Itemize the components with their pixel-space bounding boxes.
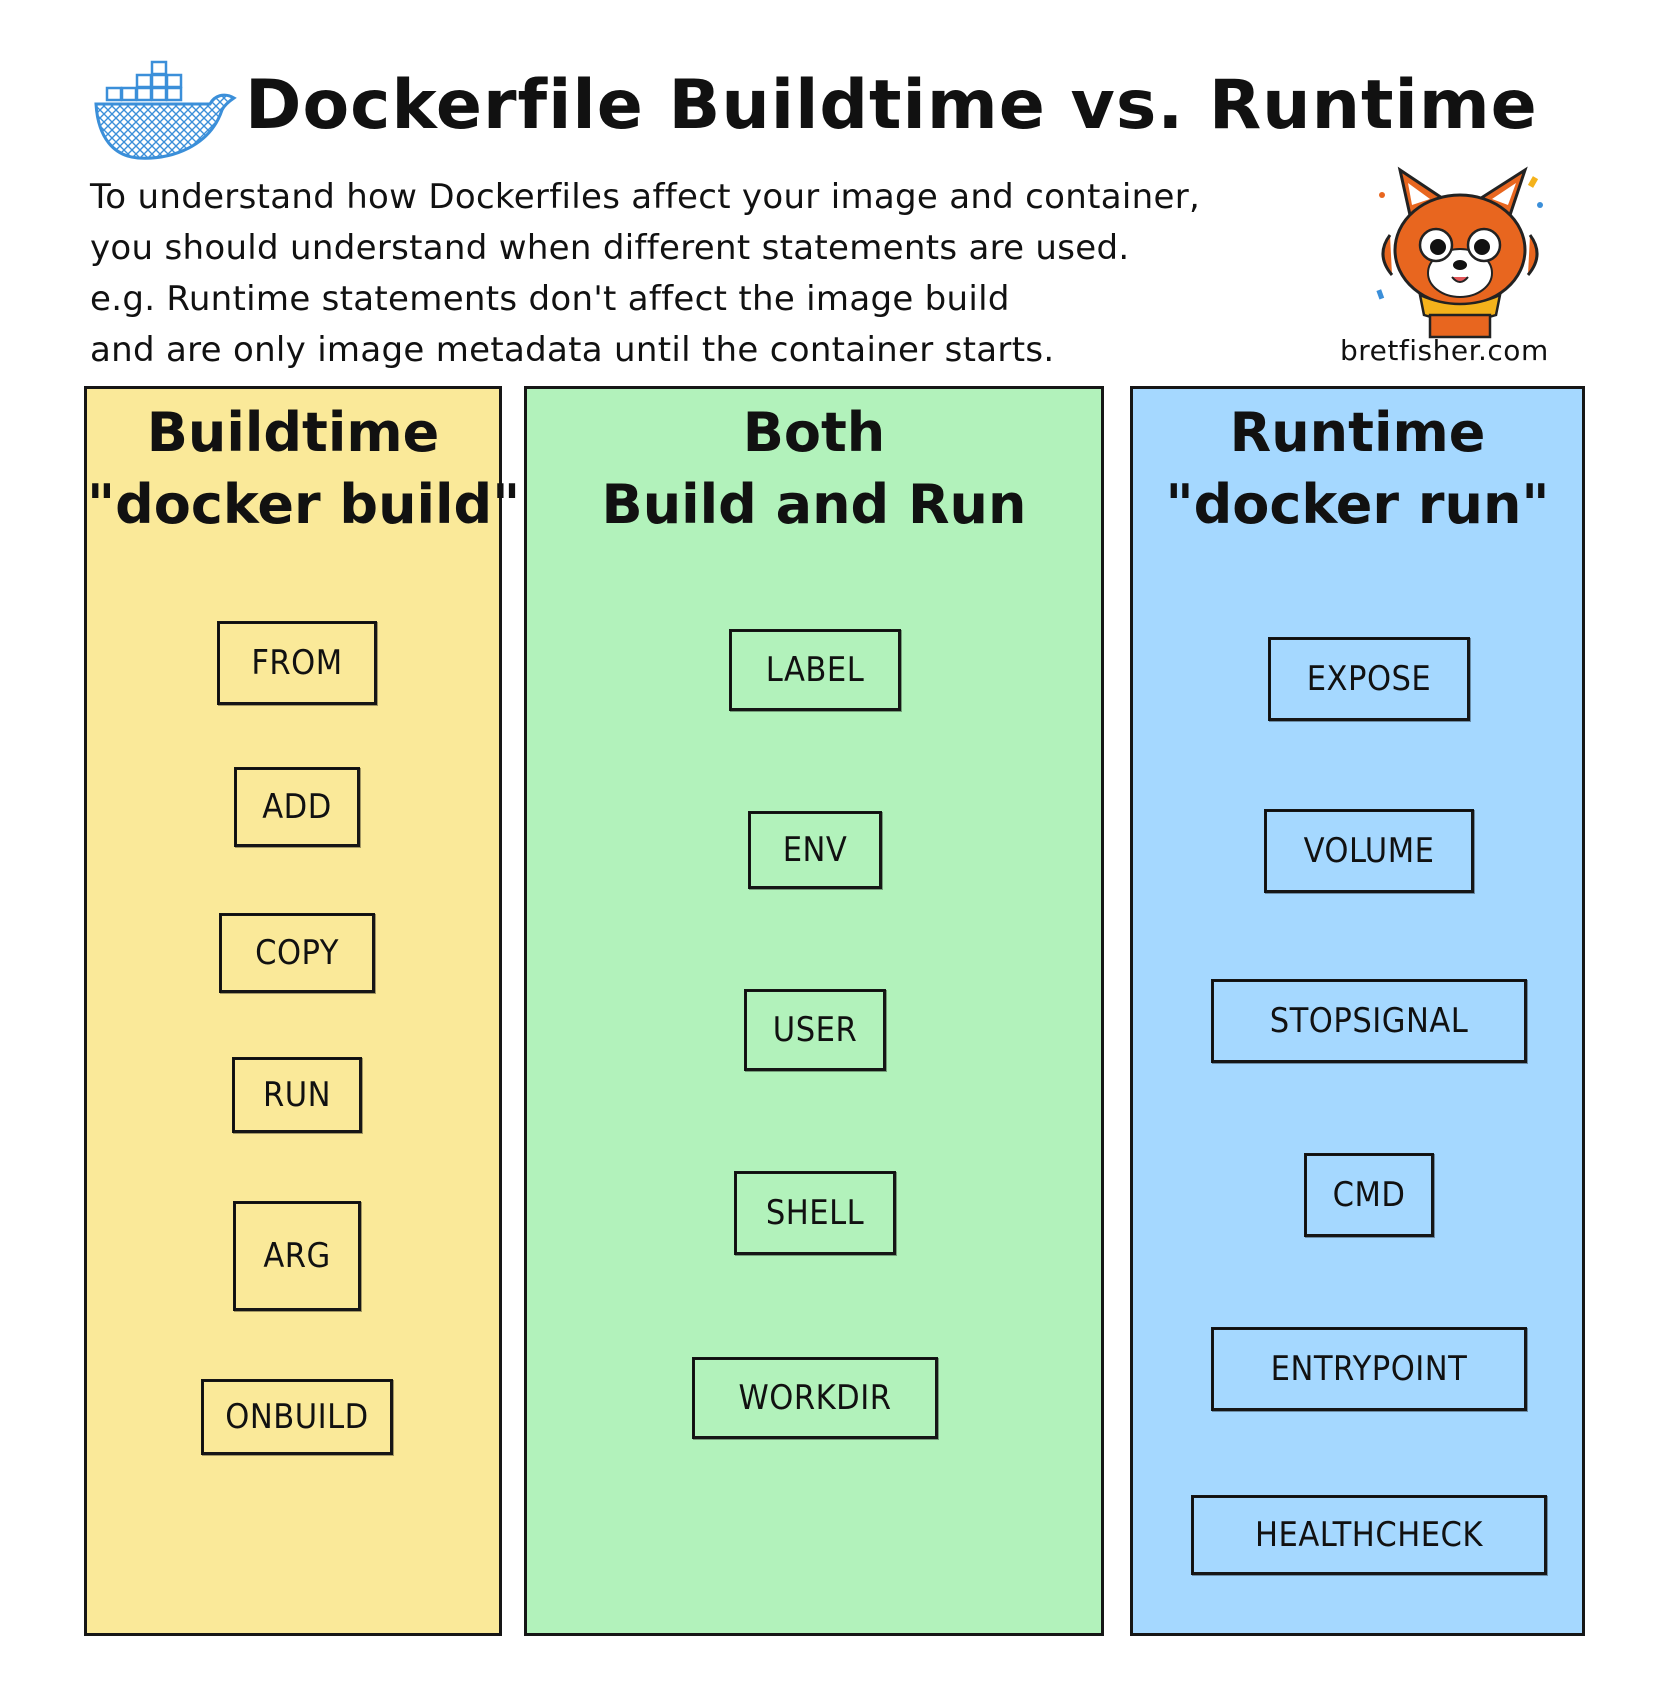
buildtime-panel-subtitle: "docker build"	[87, 473, 521, 536]
both-panel-subtitle: Build and Run	[601, 473, 1027, 536]
both-panel-title: Both	[742, 401, 886, 464]
both-panel: Both Build and Run LABEL ENV USER SHELL WORK…	[524, 386, 1104, 1636]
fox-mascot-icon	[1376, 166, 1543, 339]
both-command-user: USER	[744, 989, 887, 1072]
page-title: Dockerfile Buildtime vs. Runtime	[245, 66, 1538, 145]
intro-line: and are only image metadata until the co…	[90, 330, 1055, 370]
runtime-command-stopsignal: STOPSIGNAL	[1211, 979, 1528, 1064]
intro-line: you should understand when different sta…	[90, 228, 1130, 268]
both-command-env: ENV	[748, 811, 883, 890]
buildtime-panel-title: Buildtime	[146, 401, 440, 464]
buildtime-panel: Buildtime "docker build" FROM ADD COPY RUN A…	[84, 386, 521, 1636]
site-url: bretfisher.com	[1340, 334, 1549, 367]
runtime-panel-title: Runtime	[1229, 401, 1486, 464]
runtime-command-expose: EXPOSE	[1268, 637, 1471, 722]
runtime-panel-subtitle: "docker run"	[1165, 473, 1550, 536]
runtime-command-cmd: CMD	[1304, 1153, 1435, 1238]
both-command-label: LABEL	[729, 629, 902, 712]
runtime-command-healthcheck: HEALTHCHECK	[1191, 1495, 1548, 1576]
buildtime-command-add: ADD	[234, 767, 361, 848]
docker-whale-logo-icon	[94, 60, 237, 160]
buildtime-command-onbuild: ONBUILD	[201, 1379, 394, 1456]
buildtime-command-run: RUN	[232, 1057, 363, 1134]
intro-line: To understand how Dockerfiles affect you…	[90, 177, 1201, 217]
buildtime-command-copy: COPY	[219, 913, 376, 994]
buildtime-command-arg: ARG	[233, 1201, 362, 1312]
runtime-panel: Runtime "docker run" EXPOSE VOLUME STOPSIG…	[1130, 386, 1585, 1636]
both-command-shell: SHELL	[734, 1171, 897, 1256]
intro-text: To understand how Dockerfiles affect you…	[90, 172, 1370, 376]
runtime-command-volume: VOLUME	[1264, 809, 1475, 894]
buildtime-command-from: FROM	[217, 621, 378, 706]
intro-line: e.g. Runtime statements don't affect the…	[90, 279, 1010, 319]
runtime-command-entrypoint: ENTRYPOINT	[1211, 1327, 1528, 1412]
both-command-workdir: WORKDIR	[692, 1357, 939, 1440]
